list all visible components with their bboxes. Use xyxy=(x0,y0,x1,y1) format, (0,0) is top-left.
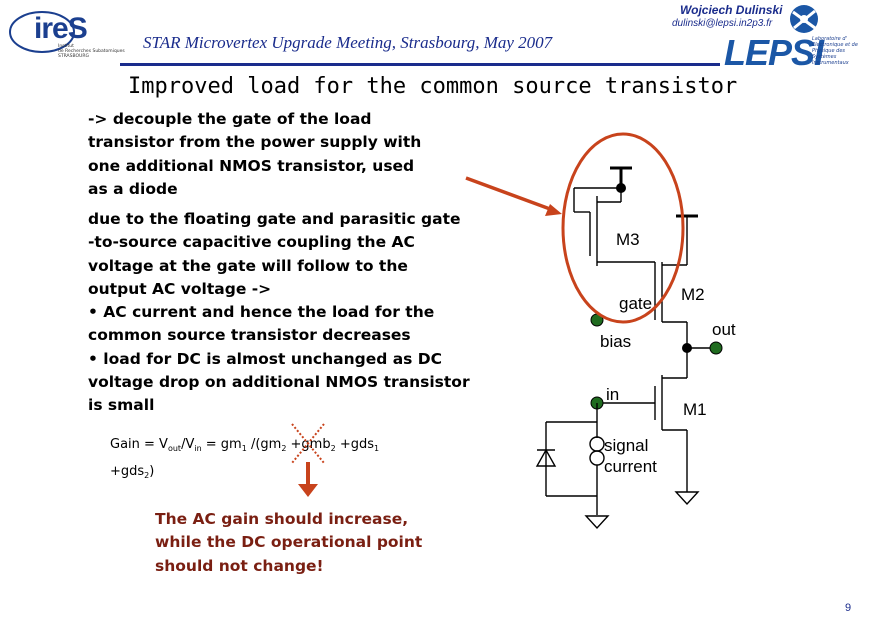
ires-logo-line: STRASBOURG xyxy=(58,54,89,59)
ires-logo: ireS Institut de Recherches Subatomiques… xyxy=(6,6,125,66)
label-out: out xyxy=(712,320,736,339)
body-line: -to-source capacitive coupling the AC xyxy=(88,233,415,252)
intro-line: -> decouple the gate of the load xyxy=(88,110,372,128)
formula-subscript: 2 xyxy=(144,471,150,480)
formula-subscript: 2 xyxy=(330,444,336,453)
header-divider xyxy=(120,63,720,66)
body-line: • AC current and hence the load for the xyxy=(88,303,435,322)
transistor-m3 xyxy=(573,187,656,320)
ires-swoosh-icon xyxy=(9,11,75,53)
intro-line: one additional NMOS transistor, used xyxy=(88,156,415,175)
body-line: due to the floating gate and parasitic g… xyxy=(88,210,461,228)
lepsi-logo-line: Laboratoire d' xyxy=(812,36,847,42)
body-line: voltage at the gate will follow to the xyxy=(88,256,408,275)
body-line: output AC voltage -> xyxy=(88,279,272,298)
label-m1: M1 xyxy=(683,400,707,419)
formula-text: /V xyxy=(181,437,195,452)
body-line: voltage drop on additional NMOS transist… xyxy=(88,373,470,392)
label-signal: signal xyxy=(604,436,649,455)
crossed-out-term xyxy=(291,423,325,464)
conclusion-line: The AC gain should increase, xyxy=(155,510,409,528)
ground-symbol-m1 xyxy=(674,491,700,506)
meeting-title: STAR Microvertex Upgrade Meeting, Strasb… xyxy=(143,33,553,52)
pointer-arrow xyxy=(465,176,562,216)
label-m3: M3 xyxy=(616,230,640,249)
formula-subscript: in xyxy=(194,444,202,453)
label-in: in xyxy=(606,385,620,404)
ires-logo-line: Institut xyxy=(58,44,74,49)
lepsi-logo-word: LEPSI xyxy=(724,32,824,73)
lepsi-emblem-icon xyxy=(790,5,818,33)
down-arrow xyxy=(298,462,318,497)
out-node xyxy=(682,343,692,353)
lepsi-logo-line: Instrumentaux xyxy=(812,60,849,66)
formula-subscript: out xyxy=(167,444,182,453)
formula-text: /(gm xyxy=(246,437,282,452)
out-terminal xyxy=(709,341,723,355)
lepsi-logo-line: Electronique et de xyxy=(812,42,858,48)
gain-formula: Gain = Vout/Vin = gm1 /(gm2 +gmb2 +gds1 … xyxy=(110,433,379,487)
formula-text: Gain = V xyxy=(110,437,168,452)
formula-text: +gds xyxy=(110,464,145,479)
transistor-m1 xyxy=(597,375,688,492)
formula-text: +gds xyxy=(335,437,375,452)
explanation-paragraph: due to the floating gate and parasitic g… xyxy=(88,208,470,418)
lepsi-logo: LEPSI Laboratoire d' Electronique et de … xyxy=(724,5,870,78)
formula-line-1: Gain = Vout/Vin = gm1 /(gm2 +gmb2 +gds1 xyxy=(110,433,379,460)
author-name: Wojciech Dulinski xyxy=(680,3,783,17)
body-line: • load for DC is almost unchanged as DC xyxy=(88,349,443,368)
author-email: dulinski@lepsi.in2p3.fr xyxy=(672,18,773,29)
ires-logo-subtitle: Institut de Recherches Subatomiques STRA… xyxy=(58,44,125,59)
formula-line-2: +gds2) xyxy=(110,460,379,487)
body-line: is small xyxy=(88,396,155,415)
label-current: current xyxy=(604,457,657,476)
diode-icon xyxy=(535,448,557,467)
lepsi-logo-line: Physique des xyxy=(812,48,846,54)
formula-subscript: 1 xyxy=(241,444,247,453)
formula-text: = gm xyxy=(201,437,242,452)
conclusion-paragraph: The AC gain should increase, while the D… xyxy=(155,508,422,578)
ground-symbol-source xyxy=(584,515,610,530)
slide-title: Improved load for the common source tran… xyxy=(128,74,738,99)
page-number: 9 xyxy=(845,602,852,614)
intro-line: as a diode xyxy=(88,179,178,198)
formula-text: ) xyxy=(149,464,155,479)
body-line: common source transistor decreases xyxy=(88,326,411,345)
ires-logo-line: de Recherches Subatomiques xyxy=(58,49,125,54)
formula-subscript: 2 xyxy=(281,444,287,453)
label-m2: M2 xyxy=(681,285,705,304)
formula-text: +gmb xyxy=(286,437,331,452)
conclusion-line: while the DC operational point xyxy=(155,533,423,552)
label-bias: bias xyxy=(600,332,632,351)
highlight-ellipse xyxy=(561,132,685,324)
intro-paragraph: -> decouple the gate of the load transis… xyxy=(88,108,421,201)
conclusion-line: should not change! xyxy=(155,556,324,575)
formula-subscript: 1 xyxy=(374,444,380,453)
lepsi-logo-subtitle: Laboratoire d' Electronique et de Physiq… xyxy=(812,36,858,66)
ires-logo-word: ireS xyxy=(34,12,88,45)
intro-line: transistor from the power supply with xyxy=(88,133,422,152)
signal-current-source xyxy=(545,403,605,515)
lepsi-logo-line: Systèmes xyxy=(812,54,837,60)
label-gate: gate xyxy=(619,294,653,313)
